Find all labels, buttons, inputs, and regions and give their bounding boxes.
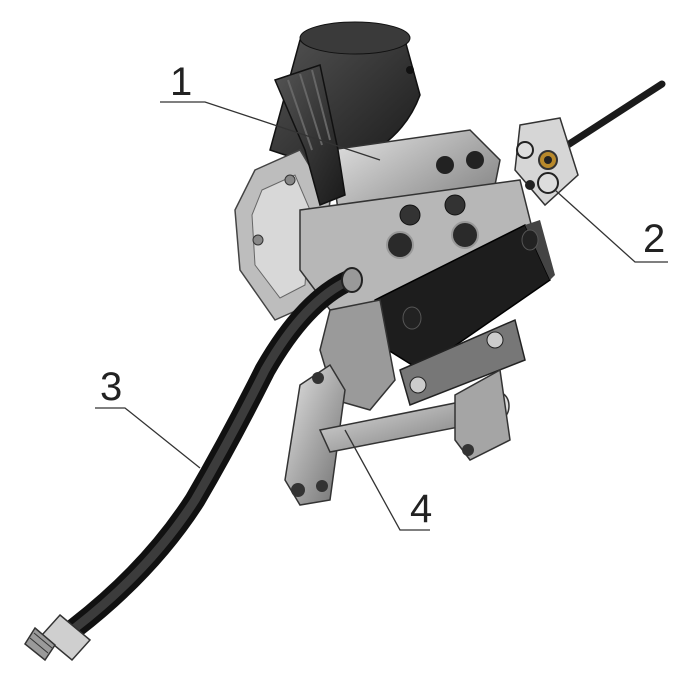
leader-line-4 xyxy=(344,429,430,531)
callout-label-4: 4 xyxy=(410,487,432,531)
callout-label-1: 1 xyxy=(170,60,192,104)
hose-fitting xyxy=(24,613,92,662)
leader-line-1 xyxy=(160,101,381,161)
feed-hose xyxy=(64,267,363,639)
callout-label-3: 3 xyxy=(100,365,122,409)
callout-label-2: 2 xyxy=(643,217,665,261)
wire-rod xyxy=(556,80,666,154)
leader-line-2 xyxy=(554,189,668,263)
adjustment-knob xyxy=(273,64,346,207)
callout-leaders xyxy=(95,101,668,531)
machine-assembly xyxy=(24,21,666,662)
mounting-bracket-pin xyxy=(284,363,511,506)
wire-guide-inlet xyxy=(514,117,579,207)
leader-line-3 xyxy=(95,407,201,469)
